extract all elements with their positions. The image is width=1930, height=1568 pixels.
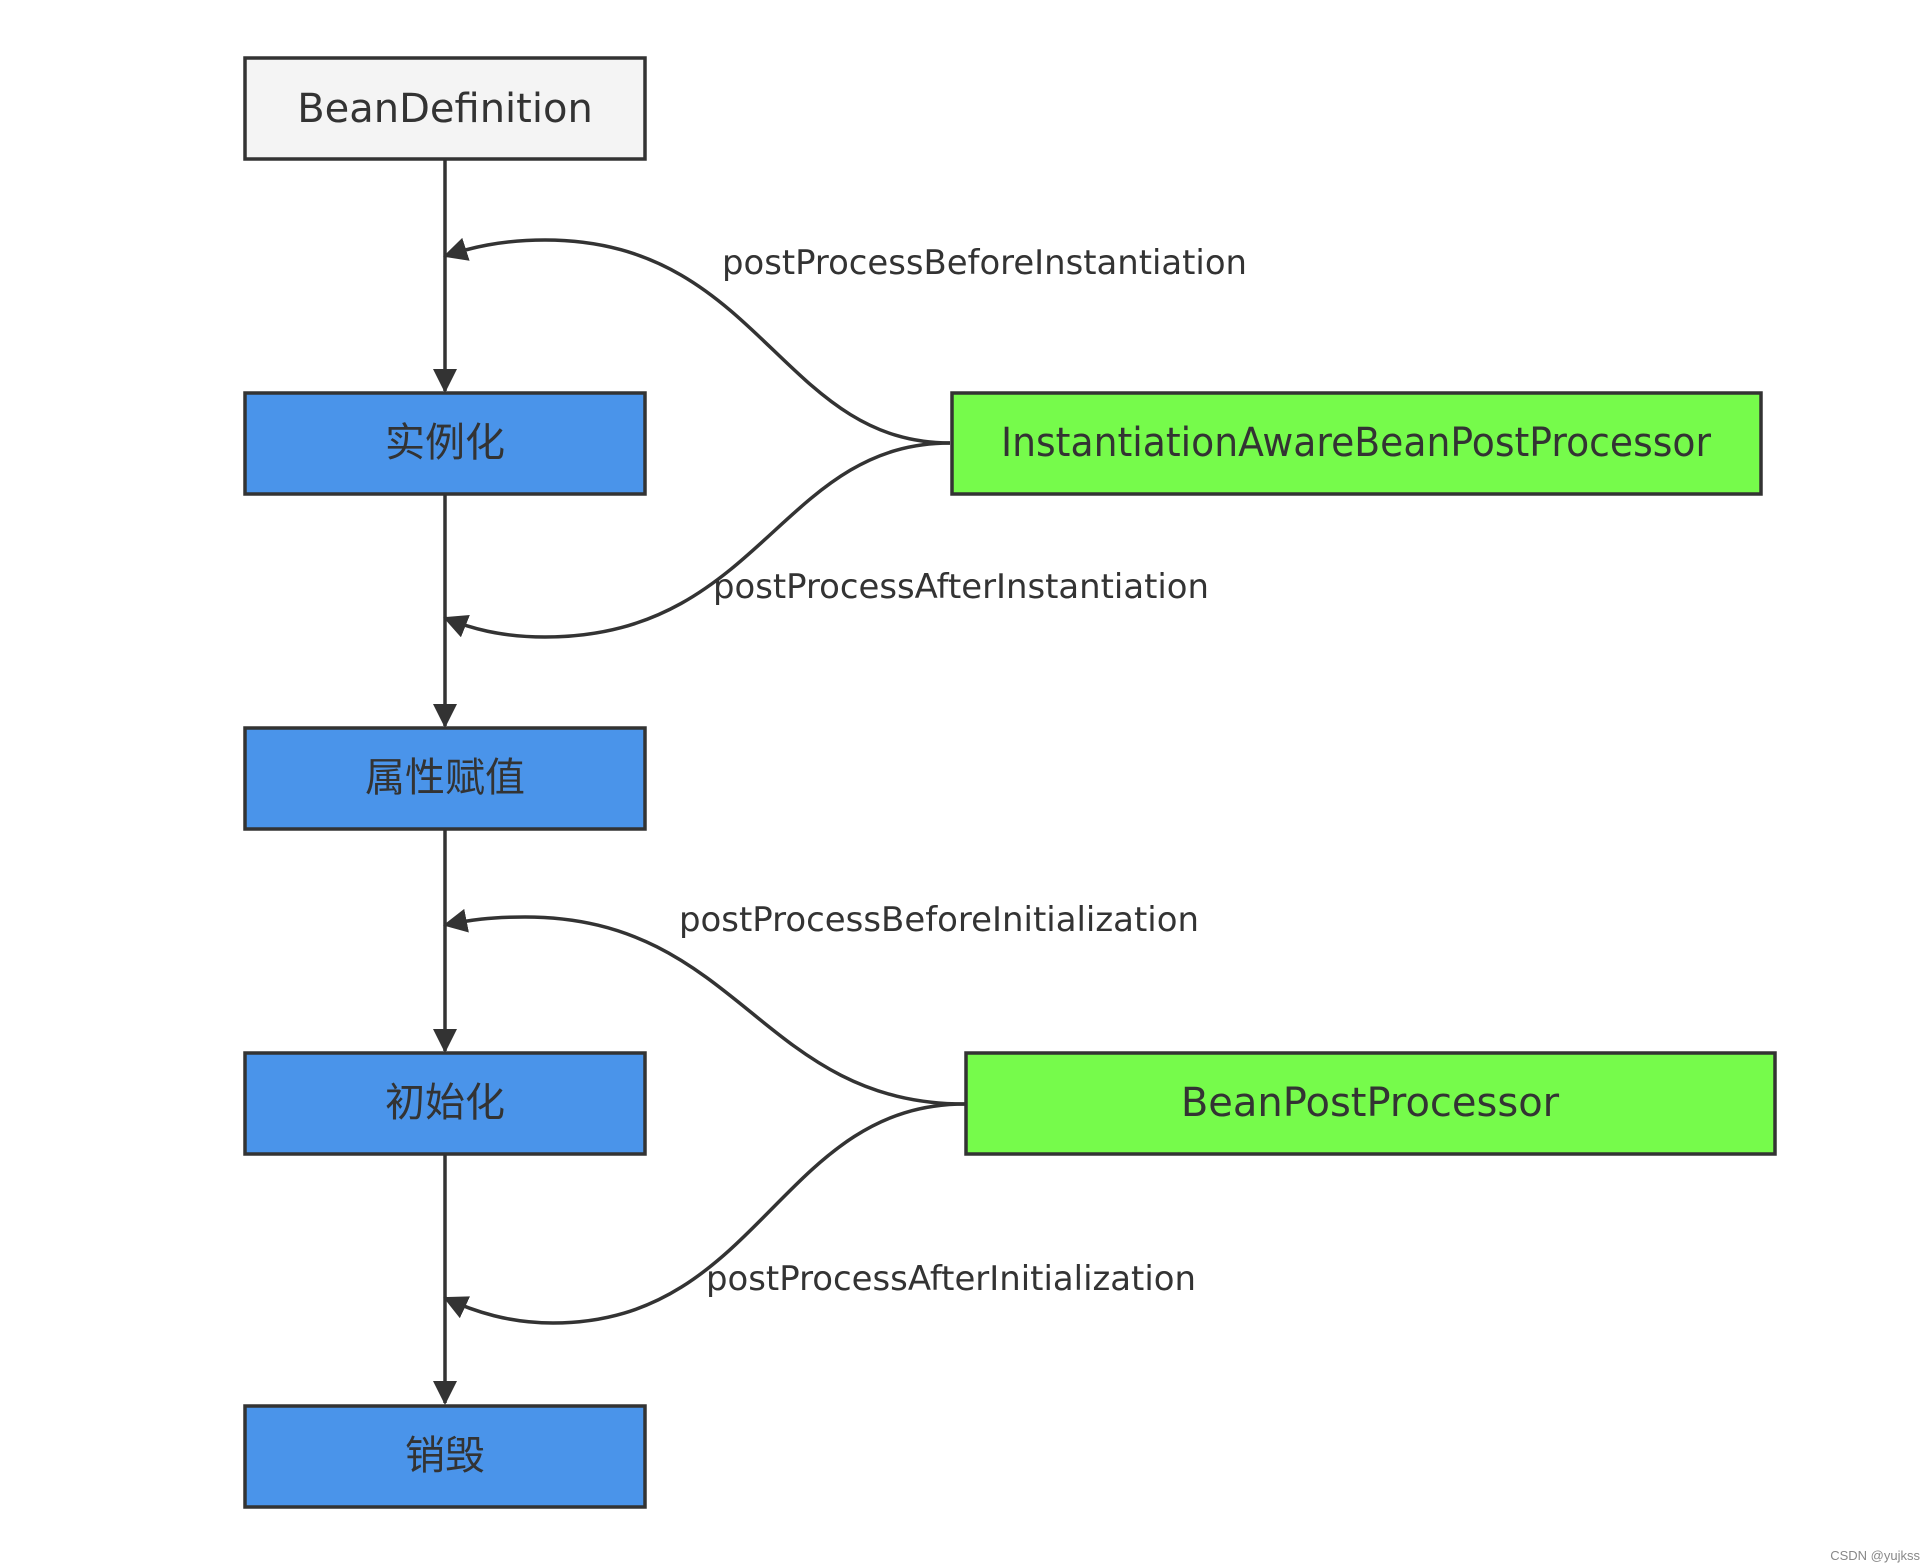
bean-post-processor-label: BeanPostProcessor bbox=[1181, 1080, 1560, 1126]
initialization-box: 初始化 bbox=[243, 1051, 647, 1156]
bean-post-processor-box: BeanPostProcessor bbox=[964, 1051, 1777, 1156]
watermark: CSDN @yujkss bbox=[1830, 1548, 1920, 1563]
before-initialization-label: postProcessBeforeInitialization bbox=[679, 900, 1199, 940]
curve-before-initialization bbox=[443, 908, 966, 1106]
instantiation-label: 实例化 bbox=[385, 420, 505, 466]
destruction-label: 销毁 bbox=[405, 1433, 485, 1479]
property-assignment-label: 属性赋值 bbox=[365, 755, 525, 801]
property-assignment-box: 属性赋值 bbox=[243, 726, 647, 831]
instantiation-aware-processor-label: InstantiationAwareBeanPostProcessor bbox=[1001, 420, 1712, 466]
initialization-label: 初始化 bbox=[385, 1080, 505, 1126]
after-instantiation-label: postProcessAfterInstantiation bbox=[713, 567, 1209, 607]
curve-after-instantiation bbox=[443, 441, 951, 639]
after-initialization-label: postProcessAfterInitialization bbox=[706, 1259, 1196, 1299]
bean-definition-box: BeanDefinition bbox=[243, 56, 647, 161]
bean-definition-label: BeanDefinition bbox=[297, 86, 593, 132]
before-instantiation-label: postProcessBeforeInstantiation bbox=[722, 243, 1247, 283]
instantiation-box: 实例化 bbox=[243, 391, 647, 496]
destruction-box: 销毁 bbox=[243, 1404, 647, 1509]
curve-after-initialization bbox=[443, 1102, 966, 1325]
curve-before-instantiation bbox=[443, 237, 951, 445]
instantiation-aware-processor-box: InstantiationAwareBeanPostProcessor bbox=[950, 391, 1763, 496]
